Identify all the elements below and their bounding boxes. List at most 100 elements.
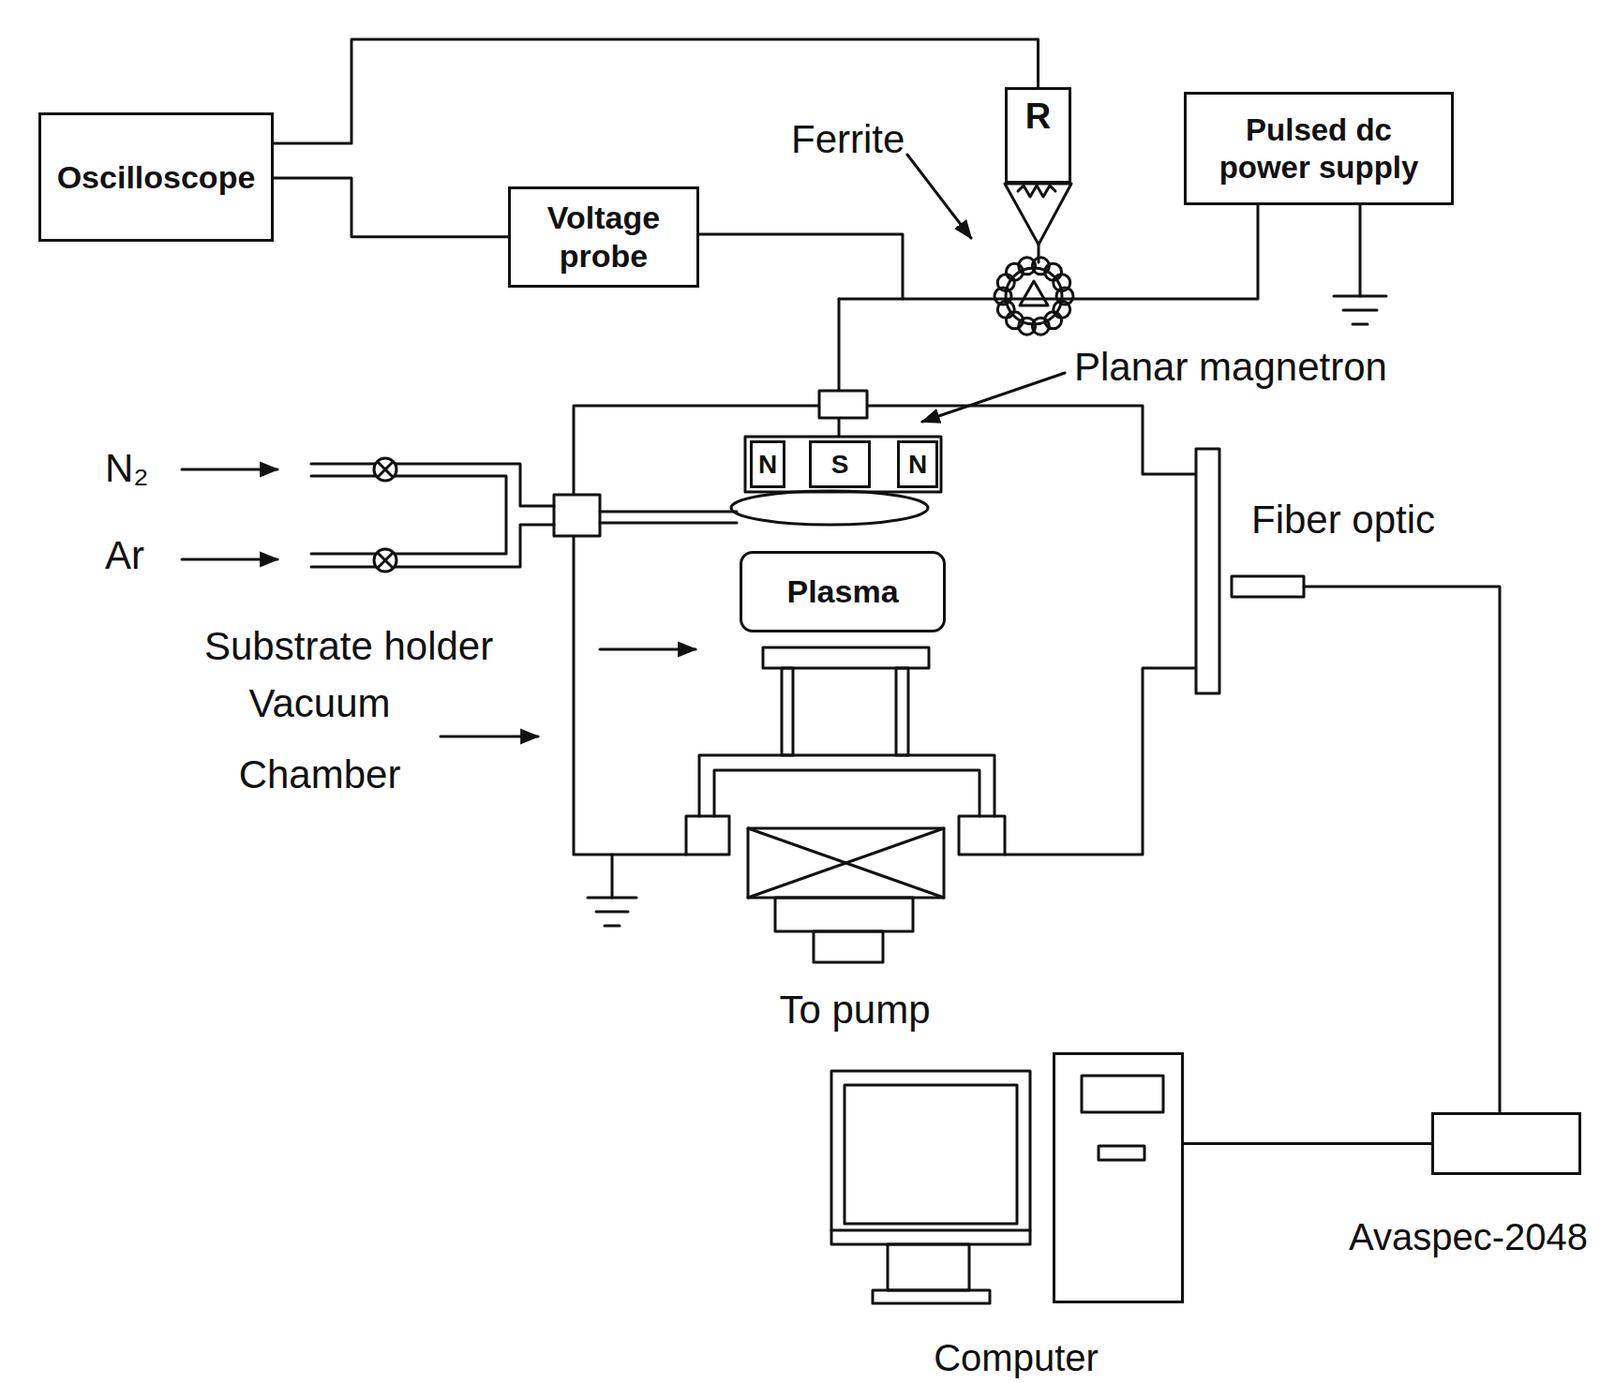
part-label: Vacuum Chamber [216,668,423,811]
magnet-pole: S [808,440,871,489]
node-label: Avaspec-2048 [1348,1218,1588,1257]
drawing-part [844,1085,1017,1225]
drawing-part [599,510,737,514]
drawing-part [813,931,883,963]
drawing-part [958,816,1005,855]
vacuum-chamber [553,390,1220,855]
node-label: Voltage probe [520,198,688,276]
drawing-part [831,1229,1031,1233]
drawing-part [181,468,278,472]
wire-connector [1183,1142,1432,1146]
drawing-part [440,735,539,739]
drawing-part [1005,268,1062,325]
substrate-holder [686,647,1005,855]
computer-monitor [831,1071,1164,1304]
drawing-part [1037,244,1041,263]
drawing-part [1303,586,1500,1113]
drawing-part [1019,281,1048,306]
ferrite-core [994,257,1074,335]
drawing-part [596,911,629,914]
probe-box: Voltage probe [508,186,700,288]
drawing-part [872,1290,990,1304]
node-label: N [908,448,928,481]
part-label: Fiber optic [1251,496,1436,544]
drawing-part [747,828,944,898]
drawing-part [1017,185,1056,197]
drawing-part [1231,576,1304,598]
ground-symbol [587,854,637,927]
drawing-part [611,854,614,898]
ferrite-winding [1053,274,1071,292]
drawing-part [373,458,397,481]
drawing-part [731,491,928,525]
drawing-part [553,494,600,537]
resistor-box: R [1004,87,1072,184]
node-label: Pulsed dc power supply [1203,111,1435,186]
drawing-part [1196,448,1220,694]
drawing-part [1359,198,1362,297]
magnetron-body [599,436,942,525]
magnet-pole: N [897,440,939,489]
computer-tower: Computer [1052,1052,1184,1304]
node-label: Computer [828,1339,1204,1377]
drawing-part [599,522,737,525]
node-label: Oscilloscope [57,158,256,197]
oscilloscope-box: Oscilloscope [38,112,274,242]
magnet-pole: N [749,440,786,489]
drawing-part [1081,1076,1164,1113]
part-label: Planar magnetron [1074,343,1388,391]
ground-symbol [1333,198,1387,325]
ferrite-winding [1045,263,1062,281]
drawing-part [819,390,868,419]
part-label: Ar [104,532,145,580]
drawing-part [907,154,972,239]
wire-connector [273,39,1039,144]
part-label: Substrate holder [204,623,494,671]
drawing-part [311,463,554,507]
node-label: N [758,448,778,481]
wire-connector [273,178,509,238]
drawing-part [838,198,1258,300]
drawing-part [775,897,913,932]
drawing-part [762,647,929,669]
spectrometer-box: Avaspec-2048 [1431,1112,1582,1176]
drawing-part [1098,1146,1145,1161]
power-supply-box: Pulsed dc power supply [1183,91,1454,206]
ferrite-winding [997,274,1015,292]
pump-port [747,828,944,963]
drawing-part [1343,309,1377,313]
plasma-region: Plasma [739,551,946,633]
drawing-part [1333,295,1387,299]
drawing-part [377,553,393,569]
drawing-part [573,405,1197,855]
drawing-part [745,436,942,493]
ferrite-winding [1053,300,1071,318]
gas-line [181,458,554,572]
drawing-part [1004,668,1197,855]
ferrite-winding [1005,312,1023,329]
drawing-part [587,897,637,900]
part-label: N₂ [104,445,150,493]
drawing-part [922,373,1065,422]
drawing-part [181,558,278,562]
drawing-part [781,668,793,756]
node-label: R [1025,95,1051,139]
node-label: Plasma [786,572,898,612]
part-label: To pump [761,986,949,1034]
node-label: S [831,448,850,481]
drawing-part [896,668,909,756]
drawing-part [604,925,620,928]
drawing-part [887,1244,970,1291]
drawing-part [747,828,944,898]
drawing-part [686,816,730,855]
drawing-part [699,755,995,817]
drawing-part [373,549,397,572]
wire [697,198,1258,437]
drawing-part [599,648,696,652]
drawing-part [1352,323,1368,327]
drawing-part [831,1071,1031,1245]
resistor-symbol [1004,183,1072,245]
part-label: Ferrite [791,116,905,164]
drawing-part [714,770,980,817]
